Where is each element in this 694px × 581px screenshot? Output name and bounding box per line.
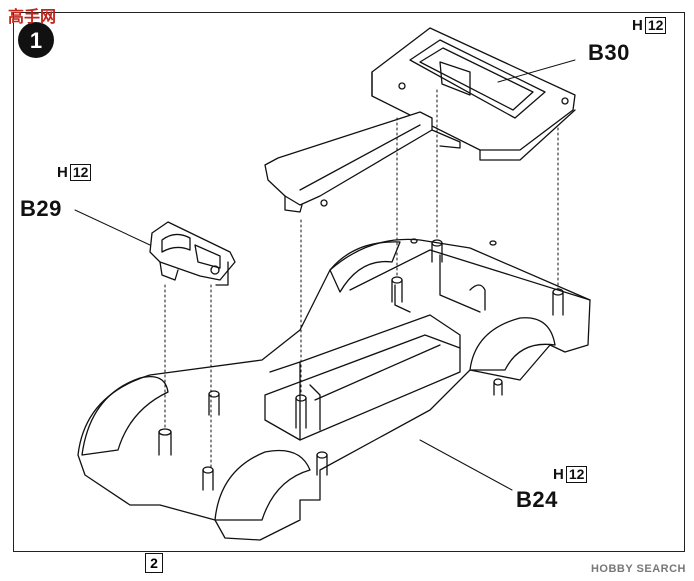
- part-label-b30: B30: [588, 40, 630, 65]
- code-number: 12: [69, 164, 92, 181]
- part-code-b24: H 12: [553, 466, 588, 483]
- guide-lines: [164, 89, 559, 469]
- site-logo-text: 高手网: [8, 7, 56, 26]
- part-label-b29: B29: [20, 196, 62, 221]
- step-badge-icon: 1 高手网: [8, 7, 56, 58]
- part-label-b24: B24: [516, 487, 558, 512]
- sub-step-number: 2: [145, 553, 163, 573]
- code-prefix: H: [632, 17, 643, 34]
- code-prefix: H: [57, 164, 68, 181]
- code-number: 12: [565, 466, 588, 483]
- part-code-b30: H 12: [632, 17, 667, 34]
- part-rail: [264, 111, 461, 213]
- leader-lines: [74, 59, 576, 491]
- step-frame: [13, 12, 685, 552]
- step-number: 1: [30, 28, 42, 53]
- code-number: 12: [644, 17, 667, 34]
- step-badge: 1 高手网: [4, 4, 68, 60]
- part-b29: [149, 221, 236, 286]
- code-prefix: H: [553, 466, 564, 483]
- watermark: HOBBY SEARCH: [591, 563, 686, 575]
- part-code-b29: H 12: [57, 164, 92, 181]
- watermark-logo: HOBBY SEARCH: [590, 563, 686, 575]
- part-b24-chassis: [77, 238, 591, 541]
